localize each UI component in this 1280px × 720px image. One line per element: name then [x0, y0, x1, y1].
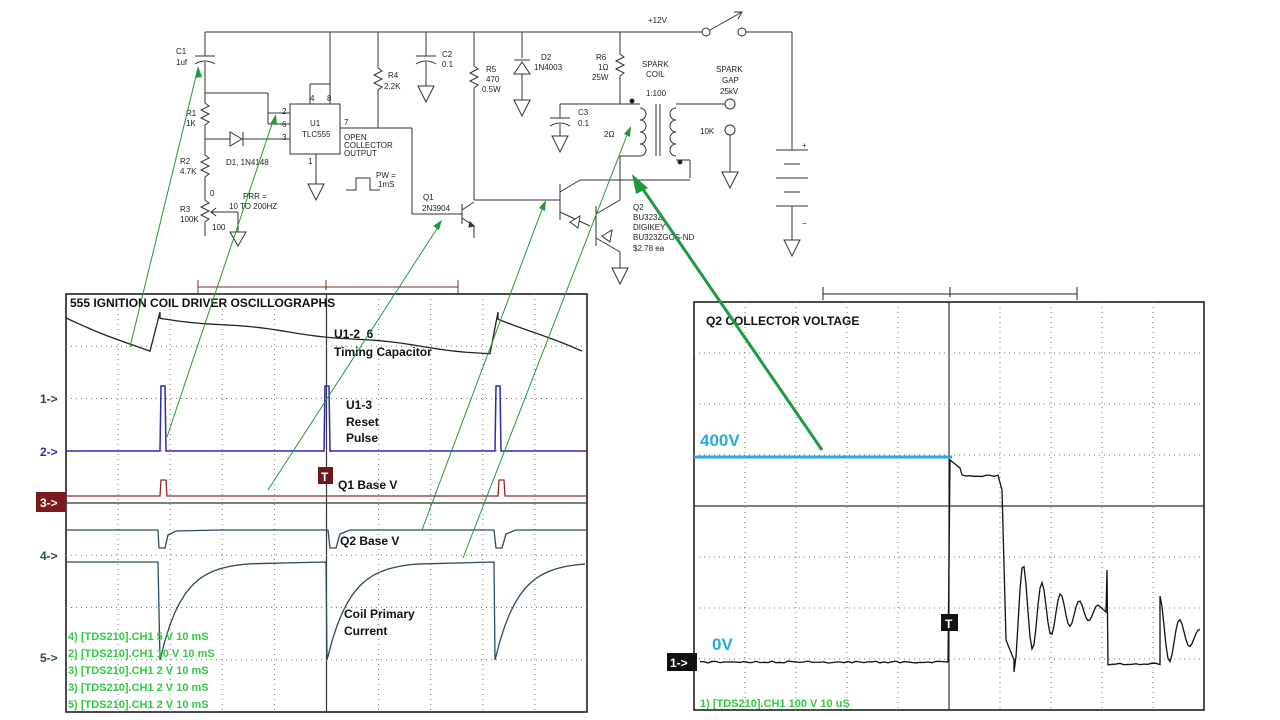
channel-marker-5: 5->	[40, 651, 58, 665]
r6-power: 25W	[592, 73, 609, 82]
c3-value: 0.1	[578, 119, 590, 128]
q2-vendor-part: BU323ZGOS-ND	[633, 233, 695, 242]
right-time-bracket	[823, 287, 1077, 300]
schematic-labels: +12V C1 1uf R1 1K R2 4.7K R3 100K 0 100 …	[176, 16, 807, 253]
pin-1: 1	[308, 157, 313, 166]
u1-name: U1	[310, 119, 321, 128]
r6-name: R6	[596, 53, 607, 62]
d2-value: 1N4003	[534, 63, 563, 72]
right-status-line: 1) [TDS210].CH1 100 V 10 uS	[700, 698, 850, 710]
channel-marker-2: 2->	[40, 445, 58, 459]
status-line-4: 3) [TDS210].CH1 2 V 10 mS	[68, 682, 209, 694]
label-reset-3: Pulse	[346, 431, 378, 445]
open-collector-3: OUTPUT	[344, 149, 377, 158]
right-oscillograph: Q2 COLLECTOR VOLTAGE 400V 0V T 1-> 1) [T…	[667, 287, 1204, 710]
r1-value: 1K	[186, 119, 196, 128]
pw-value: 1mS	[378, 180, 394, 189]
r2-name: R2	[180, 157, 191, 166]
c1-name: C1	[176, 47, 187, 56]
q2-part: BU323Z	[633, 213, 662, 222]
pin-3: 3	[282, 133, 287, 142]
channel-marker-3: 3->	[40, 496, 58, 510]
spark-gap-2: GAP	[722, 76, 739, 85]
pin-7: 7	[344, 118, 349, 127]
label-q1-base: Q1 Base V	[338, 478, 397, 492]
level-400v-label: 400V	[700, 431, 740, 450]
label-reset-2: Reset	[346, 415, 379, 429]
pin-2: 2	[282, 107, 287, 116]
c1-value: 1uf	[176, 58, 188, 67]
q2-vendor: DIGIKEY	[633, 223, 666, 232]
left-scope-title: 555 IGNITION COIL DRIVER OSCILLOGRAPHS	[70, 296, 335, 310]
r4-name: R4	[388, 71, 399, 80]
channel-marker-1: 1->	[40, 392, 58, 406]
spark-coil-1: SPARK	[642, 60, 669, 69]
status-line-5: 5) [TDS210].CH1 2 V 10 mS	[68, 699, 209, 711]
left-time-bracket	[198, 280, 458, 294]
r2-value: 4.7K	[180, 167, 197, 176]
pin-4: 4	[310, 94, 315, 103]
c2-name: C2	[442, 50, 453, 59]
r5-power: 0.5W	[482, 85, 501, 94]
channel-marker-4: 4->	[40, 549, 58, 563]
label-coil-1: Coil Primary	[344, 607, 415, 621]
label-q2-base: Q2 Base V	[340, 534, 399, 548]
r3-name: R3	[180, 205, 191, 214]
supply-label: +12V	[648, 16, 668, 25]
c3-name: C3	[578, 108, 589, 117]
spark-gap-1: SPARK	[716, 65, 743, 74]
r6-value: 1Ω	[598, 63, 608, 72]
pin-6: 6	[282, 120, 287, 129]
spark-gap-3: 25kV	[720, 87, 739, 96]
d1-label: D1, 1N4148	[226, 158, 269, 167]
battery-minus: −	[802, 219, 807, 228]
label-reset-1: U1-3	[346, 398, 372, 412]
r5-name: R5	[486, 65, 497, 74]
battery-plus: +	[802, 141, 807, 150]
right-channel-marker: 1->	[670, 656, 688, 670]
r3-max: 100	[212, 223, 226, 232]
primary-resistance: 2Ω	[604, 130, 614, 139]
label-timing-cap-2: Timing Capacitor	[334, 345, 432, 359]
left-trigger-label: T	[321, 470, 329, 484]
pw-label: PW =	[376, 171, 396, 180]
status-line-1: 4) [TDS210].CH1 5 V 10 mS	[68, 631, 209, 643]
spark-coil-2: COIL	[646, 70, 665, 79]
status-line-2: 2) [TDS210].CH1 10 V 10 mS	[68, 648, 215, 660]
q1-value: 2N3904	[422, 204, 451, 213]
prr-range: 10 TO 200HZ	[229, 202, 277, 211]
label-timing-cap-1: U1-2_6	[334, 327, 374, 341]
u1-part: TLC555	[302, 130, 331, 139]
r3-min: 0	[210, 189, 215, 198]
coil-ratio: 1:100	[646, 89, 667, 98]
r5-value: 470	[486, 75, 500, 84]
label-coil-2: Current	[344, 624, 387, 638]
pin-8: 8	[327, 94, 332, 103]
q2-price: $2.78 ea	[633, 244, 665, 253]
r3-value: 100K	[180, 215, 199, 224]
status-line-3: 3) [TDS210].CH1 2 V 10 mS	[68, 665, 209, 677]
d2-name: D2	[541, 53, 552, 62]
left-oscillograph: 555 IGNITION COIL DRIVER OSCILLOGRAPHS U…	[36, 280, 587, 712]
schematic	[195, 12, 808, 284]
c2-value: 0.1	[442, 60, 454, 69]
q2-name: Q2	[633, 203, 644, 212]
right-trigger-label: T	[945, 617, 953, 631]
level-0v-label: 0V	[712, 635, 733, 654]
r4-value: 2.2K	[384, 82, 401, 91]
q1-name: Q1	[423, 193, 434, 202]
secondary-resistance: 10K	[700, 127, 715, 136]
